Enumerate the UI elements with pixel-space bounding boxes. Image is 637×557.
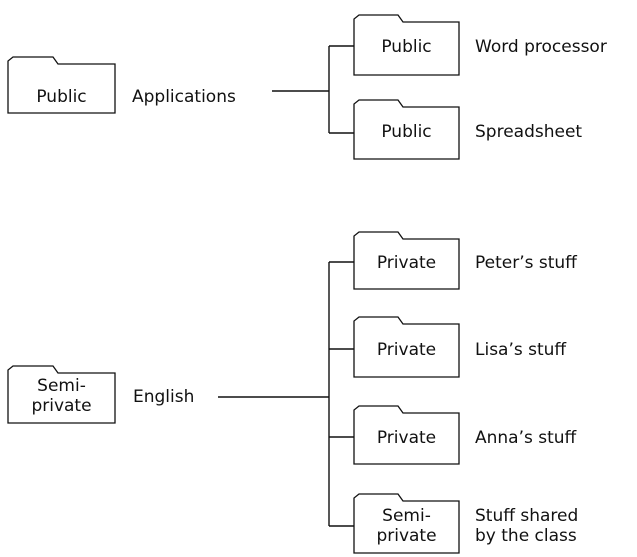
directory-name-applications: Applications bbox=[132, 87, 236, 107]
folder-icon-private-anna: Private bbox=[353, 405, 460, 465]
connector-english bbox=[218, 261, 354, 527]
folder-icon-public-word-processor: Public bbox=[353, 14, 460, 76]
directory-name-spreadsheet: Spreadsheet bbox=[475, 122, 582, 142]
directory-name-lisas-stuff: Lisa’s stuff bbox=[475, 340, 567, 360]
folder-type-label: Public bbox=[36, 87, 86, 107]
folder-type-label-line-2: private bbox=[31, 396, 91, 416]
folder-icon-semi-private-shared: Semi- private bbox=[353, 493, 460, 554]
folder-type-label: Public bbox=[381, 122, 431, 142]
folder-type-label: Private bbox=[377, 340, 436, 360]
folder-type-label-line-1: Semi- bbox=[37, 376, 86, 396]
folder-icon-private-lisa: Private bbox=[353, 316, 460, 378]
group-applications: Public Applications Public Word processo… bbox=[7, 14, 607, 160]
directory-name-word-processor: Word processor bbox=[475, 37, 607, 57]
folder-icon-public-applications: Public bbox=[7, 56, 116, 114]
folder-type-label: Private bbox=[377, 253, 436, 273]
folder-icon-semi-private-english: Semi- private bbox=[7, 365, 116, 424]
folder-type-label-line-1: Semi- bbox=[382, 506, 431, 526]
folder-icon-public-spreadsheet: Public bbox=[353, 99, 460, 160]
directory-name-peters-stuff: Peter’s stuff bbox=[475, 253, 578, 273]
directory-name-shared-line-1: Stuff shared bbox=[475, 506, 578, 526]
group-english: Semi- private English Private Peter’s st… bbox=[7, 231, 578, 554]
folder-type-label: Public bbox=[381, 37, 431, 57]
directory-name-annas-stuff: Anna’s stuff bbox=[475, 428, 578, 448]
folder-type-label: Private bbox=[377, 428, 436, 448]
folder-type-label-line-2: private bbox=[376, 526, 436, 546]
connector-applications bbox=[272, 45, 354, 134]
directory-name-shared-line-2: by the class bbox=[475, 526, 577, 546]
directory-name-english: English bbox=[133, 387, 194, 407]
folder-icon-private-peter: Private bbox=[353, 231, 460, 290]
